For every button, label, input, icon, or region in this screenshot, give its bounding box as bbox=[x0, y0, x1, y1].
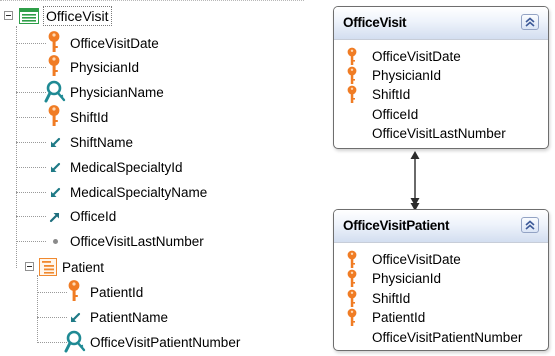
tree-attribute[interactable]: ShiftName bbox=[44, 131, 133, 153]
double-chevron-up-icon bbox=[523, 16, 537, 28]
primary-key-icon bbox=[44, 32, 66, 54]
tree-attribute[interactable]: PatientId bbox=[64, 281, 143, 303]
attribute-label: OfficeId bbox=[70, 208, 117, 224]
attribute-label: PatientName bbox=[90, 309, 169, 325]
attribute-label: OfficeVisitLastNumber bbox=[70, 233, 204, 249]
attribute-label: MedicalSpecialtyName bbox=[70, 184, 208, 200]
entity-attribute: ShiftId bbox=[342, 289, 410, 308]
attribute-label: PhysicianId bbox=[70, 59, 140, 75]
tree-top-border bbox=[0, 0, 304, 2]
primary-key-icon bbox=[64, 281, 86, 303]
primary-key-icon bbox=[44, 106, 66, 128]
entity-attribute: PhysicianId bbox=[342, 269, 441, 288]
inferred-attribute-icon bbox=[44, 156, 66, 178]
attribute-label: PhysicianName bbox=[70, 84, 164, 100]
tree-attribute[interactable]: OfficeVisitPatientNumber bbox=[64, 331, 240, 353]
tree-attribute[interactable]: OfficeVisitLastNumber bbox=[44, 230, 204, 252]
level-label: Patient bbox=[62, 259, 105, 275]
primary-key-icon bbox=[342, 269, 362, 288]
tree-attribute[interactable]: OfficeVisitDate bbox=[44, 32, 159, 54]
collapse-toggle[interactable] bbox=[25, 262, 34, 271]
entity-attribute: PhysicianId bbox=[342, 66, 441, 85]
tree-root-officevisit[interactable]: OfficeVisit bbox=[18, 5, 112, 27]
collapse-toggle[interactable] bbox=[4, 11, 13, 20]
entity-title: OfficeVisitPatient bbox=[343, 218, 450, 233]
entity-header: OfficeVisitPatient bbox=[334, 210, 548, 243]
tree-attribute[interactable]: PatientName bbox=[64, 306, 168, 328]
primary-key-icon bbox=[44, 56, 66, 78]
foreign-key-icon bbox=[44, 205, 66, 227]
attribute-label: MedicalSpecialtyId bbox=[70, 159, 183, 175]
tree-attribute[interactable]: MedicalSpecialtyId bbox=[44, 156, 183, 178]
tree-attribute[interactable]: ShiftId bbox=[44, 106, 108, 128]
tree-connector bbox=[16, 26, 17, 268]
collapse-button[interactable] bbox=[521, 217, 539, 233]
tree-attribute[interactable]: OfficeId bbox=[44, 205, 116, 227]
entity-attribute: ShiftId bbox=[342, 85, 410, 104]
tree-attribute[interactable]: PhysicianName bbox=[44, 81, 164, 103]
collapse-button[interactable] bbox=[521, 14, 539, 30]
primary-key-icon bbox=[342, 308, 362, 327]
inferred-attribute-icon bbox=[64, 306, 86, 328]
transaction-table-icon bbox=[18, 5, 40, 27]
entity-officevisitpatient[interactable]: OfficeVisitPatient OfficeVisitDate Physi… bbox=[333, 209, 549, 351]
primary-key-icon bbox=[342, 66, 362, 85]
primary-key-icon bbox=[342, 85, 362, 104]
subordinate-level-icon bbox=[38, 256, 60, 278]
attribute-label: ShiftName bbox=[70, 134, 134, 150]
tree-root-label: OfficeVisit bbox=[43, 6, 112, 26]
attribute-dot-icon bbox=[44, 230, 66, 252]
tree-connector bbox=[37, 275, 38, 343]
primary-key-icon bbox=[342, 289, 362, 308]
double-chevron-up-icon bbox=[523, 219, 537, 231]
entity-attribute: OfficeVisitLastNumber bbox=[372, 126, 506, 141]
entity-attribute: OfficeId bbox=[372, 107, 419, 122]
primary-key-icon bbox=[342, 47, 362, 66]
entity-attribute: OfficeVisitDate bbox=[342, 250, 461, 269]
entity-title: OfficeVisit bbox=[343, 15, 407, 30]
inferred-attribute-icon bbox=[44, 181, 66, 203]
relationship-connector bbox=[410, 151, 420, 211]
inferred-attribute-icon bbox=[44, 131, 66, 153]
attribute-label: OfficeVisitDate bbox=[70, 35, 159, 51]
attribute-label: ShiftId bbox=[70, 109, 109, 125]
structure-tree: OfficeVisit OfficeVisitDate PhysicianId … bbox=[0, 0, 304, 356]
description-attribute-icon bbox=[64, 331, 86, 353]
entity-officevisit[interactable]: OfficeVisit OfficeVisitDate PhysicianId … bbox=[333, 6, 549, 149]
inferred-description-icon bbox=[44, 81, 66, 103]
entity-attribute: OfficeVisitDate bbox=[342, 47, 461, 66]
tree-level-patient[interactable]: Patient bbox=[38, 256, 104, 278]
attribute-label: OfficeVisitPatientNumber bbox=[90, 334, 241, 350]
entity-attribute: PatientId bbox=[342, 308, 425, 327]
primary-key-icon bbox=[342, 250, 362, 269]
entity-attribute: OfficeVisitPatientNumber bbox=[372, 330, 523, 345]
attribute-label: PatientId bbox=[90, 284, 144, 300]
entity-header: OfficeVisit bbox=[334, 7, 548, 40]
tree-attribute[interactable]: PhysicianId bbox=[44, 56, 139, 78]
tree-attribute[interactable]: MedicalSpecialtyName bbox=[44, 181, 207, 203]
